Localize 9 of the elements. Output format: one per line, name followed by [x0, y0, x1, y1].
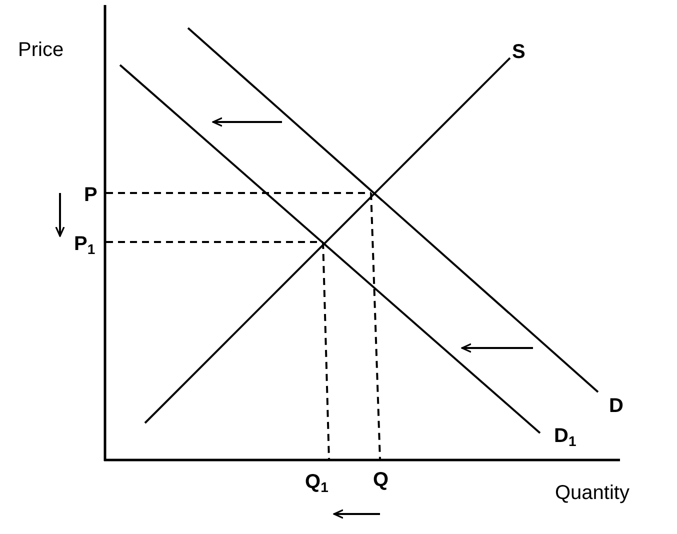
- axis-label: Price: [18, 40, 64, 60]
- axis-label: Quantity: [555, 483, 630, 503]
- price-label: P: [84, 185, 98, 205]
- curve-label: D: [609, 396, 624, 416]
- quantity-label: Q$_{1}$: [305, 472, 328, 494]
- curve-label: D$_{1}$: [554, 426, 576, 448]
- price-label: P$_{1}$: [74, 234, 96, 256]
- curve-label: S: [512, 42, 526, 62]
- quantity-label: Q: [373, 470, 389, 490]
